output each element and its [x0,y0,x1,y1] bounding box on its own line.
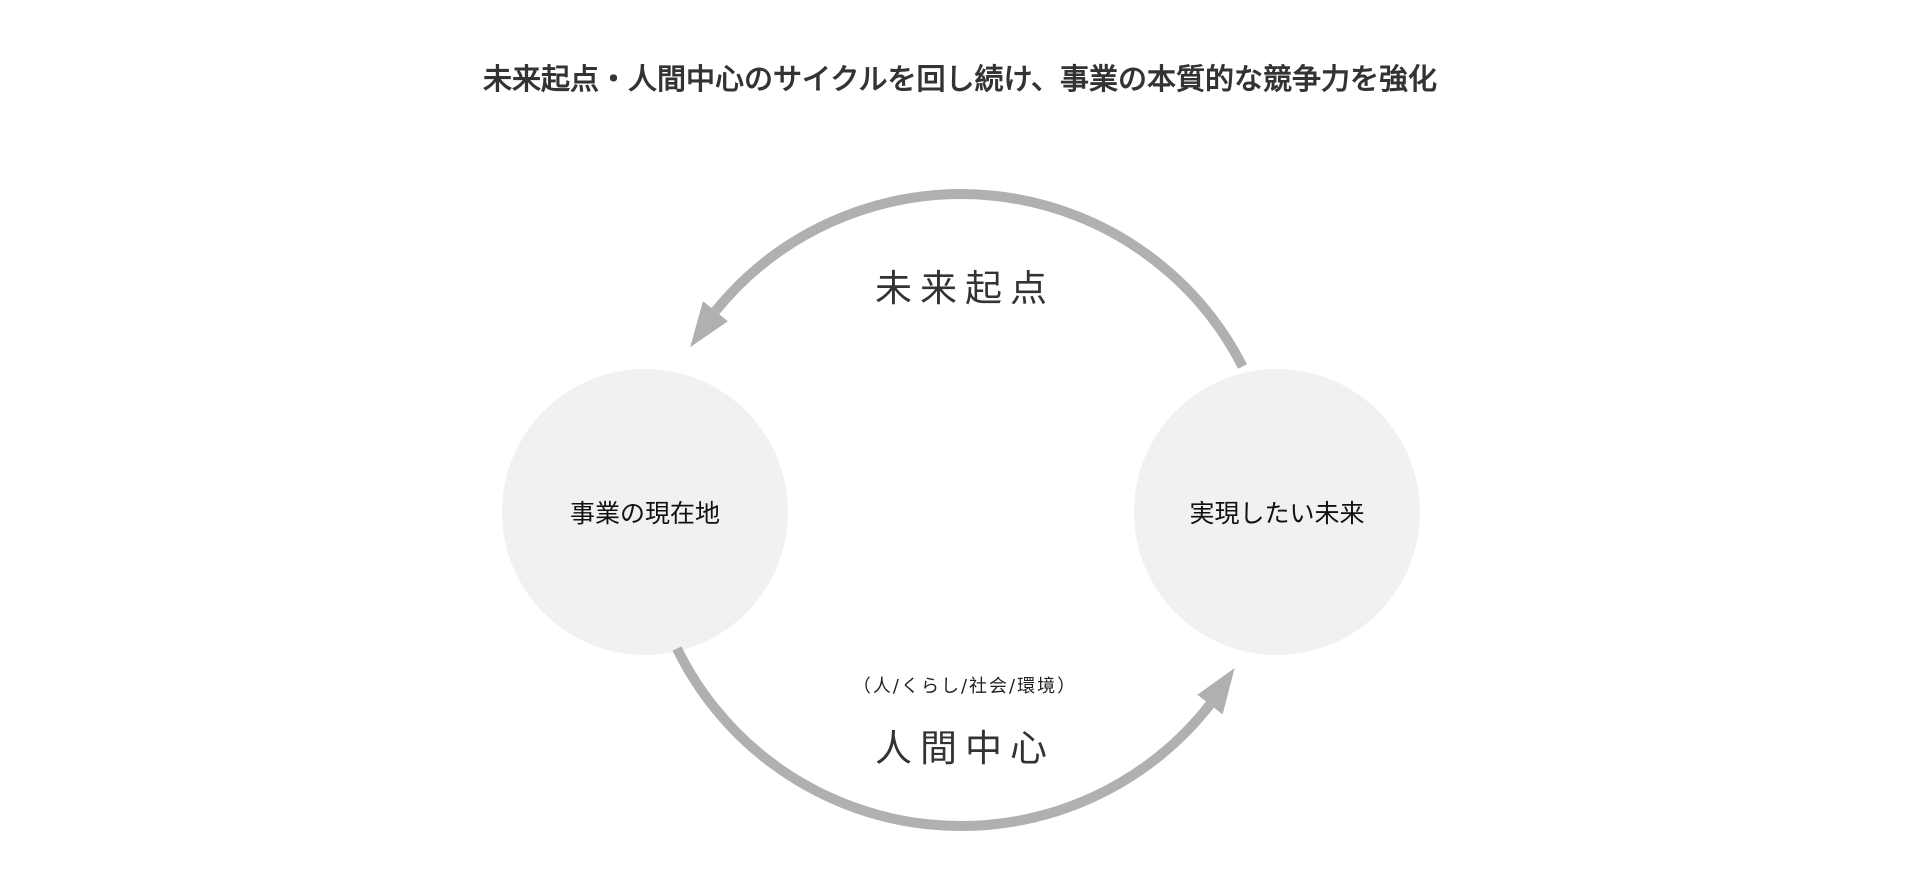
current-position-circle [502,369,788,655]
future-origin-label: 未来起点 [875,267,1055,310]
human-centric-sublabel: （人/くらし/社会/環境） [852,676,1078,697]
current-position-label: 事業の現在地 [569,499,720,528]
diagram-title: 未来起点・人間中心のサイクルを回し続け、事業の本質的な競争力を強化 [482,62,1438,96]
arrowhead-right-icon [1197,668,1235,715]
future-origin-arc [711,189,1248,369]
desired-future-circle [1134,369,1420,655]
human-centric-arc [672,646,1214,831]
human-centric-label: 人間中心 [875,727,1055,770]
arrowhead-left-icon [690,301,728,348]
desired-future-label: 実現したい未来 [1189,499,1365,528]
